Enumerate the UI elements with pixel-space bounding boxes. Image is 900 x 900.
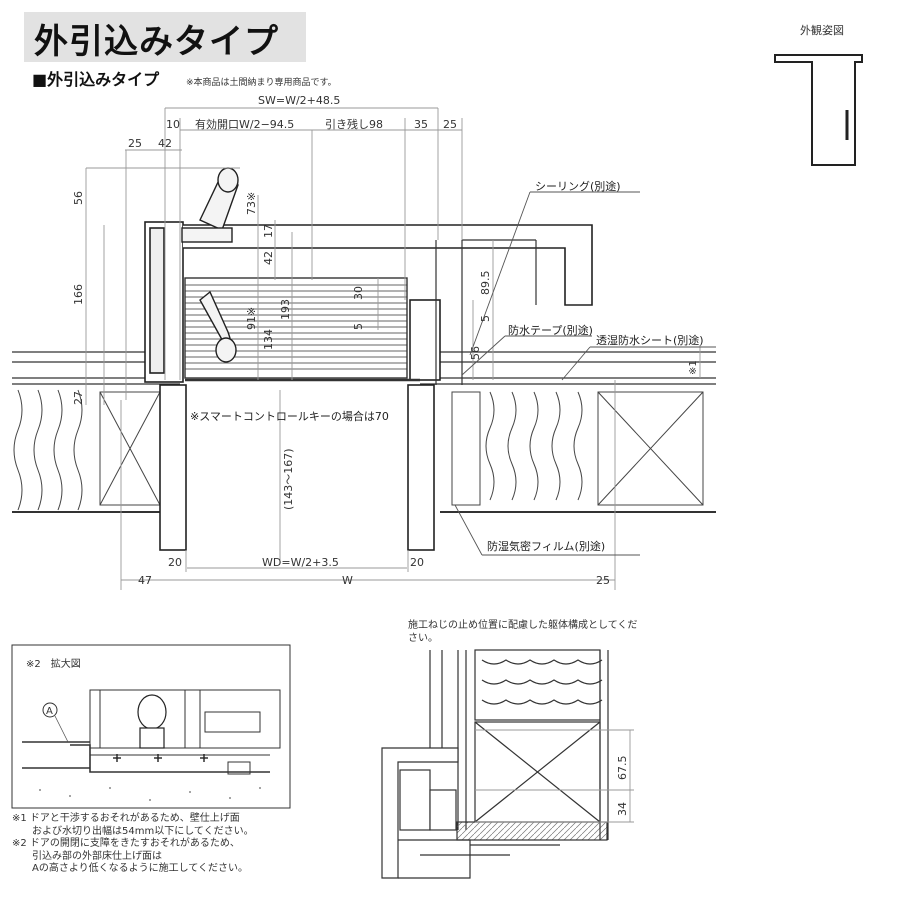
vapor-film-callout: 防湿気密フィルム(別途) bbox=[487, 539, 605, 553]
dim-25-bottom: 25 bbox=[596, 574, 610, 587]
dim-73: 73※ bbox=[245, 192, 258, 215]
detail-handle-icon bbox=[137, 694, 167, 749]
dim-166: 166 bbox=[72, 284, 85, 305]
dim-25-left: 25 bbox=[128, 137, 142, 150]
dim-91: 91※ bbox=[245, 307, 258, 330]
dim-56: 56 bbox=[72, 191, 85, 205]
dim-25-top: 25 bbox=[443, 118, 457, 131]
wall-insulation-right bbox=[451, 391, 704, 506]
dim-143-167: (143〜167) bbox=[282, 448, 295, 510]
screw-position-note: 施工ねじの止め位置に配慮した躯体構成としてください。 bbox=[408, 620, 638, 644]
dim-20-left: 20 bbox=[168, 556, 182, 569]
footnote-line: ※2 ドアの開閉に支障をきたすおそれがあるため、 bbox=[12, 838, 240, 849]
dim-5-b: 5 bbox=[479, 315, 492, 322]
dim-wd: WD=W/2+3.5 bbox=[262, 556, 339, 569]
wall-insulation-left bbox=[13, 389, 161, 511]
dim-134: 134 bbox=[262, 329, 275, 350]
dim-42-left: 42 bbox=[158, 137, 172, 150]
dim-56-right: 56 bbox=[469, 346, 482, 360]
vertical-section-dimensions bbox=[475, 729, 634, 823]
smart-key-note: ※スマートコントロールキーの場合は70 bbox=[190, 409, 389, 423]
footnote-line: ※1 ドアと干渉するおそれがあるため、壁仕上げ面 bbox=[12, 813, 240, 824]
ground-dots bbox=[39, 787, 261, 801]
detail-screw-marks bbox=[113, 754, 208, 762]
dim-sw: SW=W/2+48.5 bbox=[258, 94, 340, 107]
waterproof-tape-callout: 防水テープ(別途) bbox=[508, 323, 593, 337]
footnotes: ※1 ドアと干渉するおそれがあるため、壁仕上げ面 および水切り出幅は54mm以下… bbox=[12, 813, 254, 876]
dim-10: 10 bbox=[166, 118, 180, 131]
breathable-sheet-callout: 透湿防水シート(別途) bbox=[596, 333, 704, 347]
exterior-view-label: 外観姿図 bbox=[800, 24, 844, 37]
dim-193: 193 bbox=[279, 299, 292, 320]
dim-67-5: 67.5 bbox=[616, 756, 629, 781]
dim-34: 34 bbox=[616, 802, 629, 816]
dim-20-right: 20 bbox=[410, 556, 424, 569]
footnote-line: 引込み部の外部床仕上げ面は bbox=[12, 850, 162, 862]
dim-effective-opening: 有効開口W/2−94.5 bbox=[195, 117, 294, 131]
footnote-line: Aの高さより低くなるように施工してください。 bbox=[12, 863, 249, 874]
marker-a: A bbox=[42, 702, 69, 743]
dim-30: 30 bbox=[352, 286, 365, 300]
dim-47: 47 bbox=[138, 574, 152, 587]
right-wall-section bbox=[435, 239, 537, 385]
dim-w: W bbox=[342, 574, 353, 587]
floor-slab bbox=[12, 351, 716, 513]
svg-text:A: A bbox=[46, 706, 53, 717]
dim-35: 35 bbox=[414, 118, 428, 131]
footnote-line: および水切り出幅は54mm以下にしてください。 bbox=[12, 825, 254, 837]
callout-leaders bbox=[454, 191, 716, 556]
dim-89-5: 89.5 bbox=[479, 271, 492, 296]
floor-only-note: ※本商品は土間納まり専用商品です。 bbox=[186, 78, 337, 88]
title-background bbox=[24, 12, 306, 62]
dimension-lines bbox=[85, 107, 701, 590]
dim-remaining: 引き残し98 bbox=[325, 117, 383, 131]
dim-5-a: 5 bbox=[352, 323, 365, 330]
door-handle-icon bbox=[181, 167, 239, 363]
door-frame bbox=[144, 221, 593, 551]
dim-42-vertical: 42 bbox=[262, 251, 275, 265]
vertical-section-detail bbox=[381, 649, 609, 879]
dim-27: 27 bbox=[72, 391, 85, 405]
sealing-callout: シーリング(別途) bbox=[535, 179, 621, 193]
exterior-view-icon bbox=[774, 54, 863, 166]
asterisk1-mark: ※1 bbox=[688, 360, 699, 375]
section-subtitle: ■外引込みタイプ bbox=[32, 70, 160, 89]
dim-17: 17 bbox=[262, 224, 275, 238]
page-title: 外引込みタイプ bbox=[34, 22, 279, 62]
enlarged-detail-frame bbox=[11, 644, 291, 809]
enlarged-view-label: ※2 拡大図 bbox=[26, 659, 81, 670]
